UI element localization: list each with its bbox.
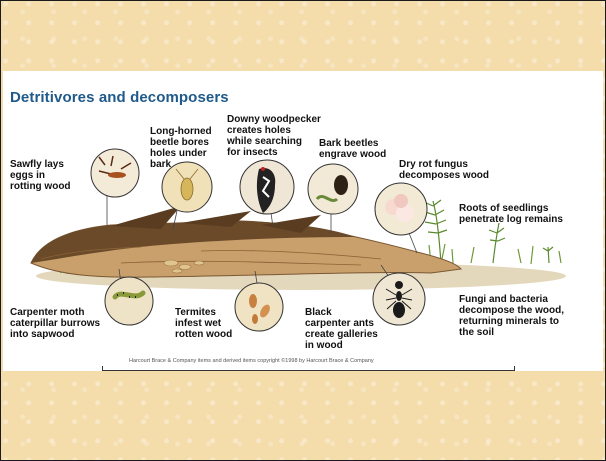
label-seedling-roots: Roots of seedlings penetrate log remains bbox=[459, 203, 563, 225]
diagram-title: Detritivores and decomposers bbox=[10, 89, 229, 106]
label-bark-beetles: Bark beetles engrave wood bbox=[319, 138, 386, 160]
label-carpenter-moth: Carpenter moth caterpillar burrows into … bbox=[10, 307, 100, 340]
bark-beetle-vignette bbox=[308, 164, 358, 233]
sawfly-vignette bbox=[91, 149, 139, 225]
panel-bracket bbox=[102, 366, 515, 371]
label-sawfly: Sawfly lays eggs in rotting wood bbox=[10, 159, 71, 192]
label-fungi-bacteria: Fungi and bacteria decompose the wood, r… bbox=[459, 294, 564, 338]
dry-rot-fungus-vignette bbox=[375, 183, 427, 253]
label-long-horned-beetle: Long-horned beetle bores holes under bar… bbox=[150, 126, 212, 170]
label-downy-woodpecker: Downy woodpecker creates holes while sea… bbox=[227, 114, 321, 158]
label-dry-rot-fungus: Dry rot fungus decomposes wood bbox=[399, 159, 489, 181]
label-black-carpenter-ants: Black carpenter ants create galleries in… bbox=[305, 307, 378, 351]
copyright-credit: Harcourt Brace & Company items and deriv… bbox=[129, 358, 374, 364]
label-termites: Termites infest wet rotten wood bbox=[175, 307, 232, 340]
downy-woodpecker-vignette bbox=[240, 160, 294, 227]
